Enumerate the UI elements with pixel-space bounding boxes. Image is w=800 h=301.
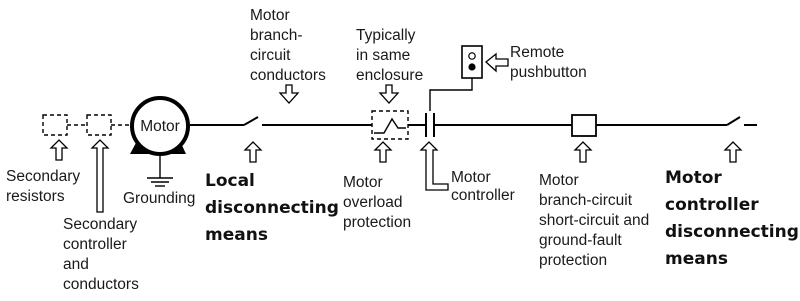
arrow-down-same-enclosure xyxy=(378,84,400,104)
remote-pushbutton-station xyxy=(461,45,483,79)
arrow-up-local-disconnect xyxy=(243,141,263,163)
svg-text:disconnecting: disconnecting xyxy=(205,198,339,218)
arrow-left-remote-pushbutton xyxy=(484,52,509,73)
pushbutton-stop xyxy=(468,63,476,71)
svg-text:controller: controller xyxy=(665,195,759,215)
secondary-resistor-box-1 xyxy=(42,114,68,136)
control-wire xyxy=(429,78,473,111)
svg-text:Local: Local xyxy=(205,171,255,191)
svg-text:protection: protection xyxy=(343,214,411,231)
svg-text:disconnecting: disconnecting xyxy=(665,222,799,242)
overload-heater-element xyxy=(374,117,406,134)
arrow-up-controller-disconnect xyxy=(723,141,743,163)
label-local-disconnect: Local disconnecting means xyxy=(205,171,339,245)
label-secondary-controller: Secondary controller and conductors xyxy=(63,216,139,293)
pushbutton-start xyxy=(468,52,476,60)
arrow-down-branch-conductors xyxy=(278,84,300,104)
local-disconnect-switch-blade xyxy=(243,116,259,126)
pointer-arrows xyxy=(49,52,743,213)
label-branch-conductors: Motor branch- circuit conductors xyxy=(250,7,326,84)
svg-text:and: and xyxy=(63,256,89,273)
svg-text:resistors: resistors xyxy=(6,188,65,205)
label-same-enclosure: Typically in same enclosure xyxy=(356,27,423,84)
svg-text:Motor: Motor xyxy=(451,169,491,186)
svg-text:Typically: Typically xyxy=(356,27,416,44)
svg-text:circuit: circuit xyxy=(250,47,291,64)
svg-text:controller: controller xyxy=(63,236,127,253)
svg-text:Motor: Motor xyxy=(250,7,290,24)
label-controller-disconnect: Motor controller disconnecting means xyxy=(665,168,799,269)
arrow-up-secondary-controller xyxy=(90,139,110,213)
arrow-up-secondary-resistors xyxy=(49,139,69,161)
grounding-symbol xyxy=(147,154,173,187)
svg-text:means: means xyxy=(205,225,268,245)
label-overload: Motor overload protection xyxy=(343,174,411,231)
label-secondary-resistors: Secondary resistors xyxy=(6,168,80,205)
motor-symbol: Motor xyxy=(130,96,190,156)
svg-text:overload: overload xyxy=(343,194,402,211)
svg-text:ground-fault: ground-fault xyxy=(539,232,622,249)
svg-text:protection: protection xyxy=(539,252,607,269)
label-remote-pushbutton: Remote pushbutton xyxy=(510,44,587,81)
svg-text:controller: controller xyxy=(451,187,515,204)
svg-text:branch-: branch- xyxy=(250,27,303,44)
svg-text:Motor: Motor xyxy=(343,174,383,191)
controller-disconnect-switch-blade xyxy=(726,116,741,126)
svg-text:branch-circuit: branch-circuit xyxy=(539,192,633,209)
svg-text:in same: in same xyxy=(356,47,410,64)
svg-text:short-circuit and: short-circuit and xyxy=(539,212,649,229)
arrow-up-short-circuit xyxy=(573,141,593,163)
motor-label: Motor xyxy=(140,118,180,135)
svg-text:Secondary: Secondary xyxy=(63,216,137,233)
arrow-up-motor-controller xyxy=(419,141,449,191)
svg-text:Remote: Remote xyxy=(510,44,564,61)
svg-text:enclosure: enclosure xyxy=(356,67,423,84)
arrow-up-overload xyxy=(373,141,393,163)
svg-text:means: means xyxy=(665,249,728,269)
svg-text:Secondary: Secondary xyxy=(6,168,80,185)
svg-text:conductors: conductors xyxy=(63,276,139,293)
svg-text:Motor: Motor xyxy=(539,172,579,189)
main-circuit-wiring xyxy=(67,116,757,126)
overload-enclosure-box xyxy=(371,110,409,140)
label-grounding: Grounding xyxy=(123,190,195,207)
label-short-circuit: Motor branch-circuit short-circuit and g… xyxy=(539,172,649,269)
svg-text:pushbutton: pushbutton xyxy=(510,64,587,81)
label-motor-controller: Motor controller xyxy=(451,169,515,204)
short-circuit-protection-box xyxy=(571,114,597,137)
svg-text:conductors: conductors xyxy=(250,67,326,84)
secondary-resistor-box-2 xyxy=(86,114,112,136)
svg-text:Motor: Motor xyxy=(665,168,722,188)
